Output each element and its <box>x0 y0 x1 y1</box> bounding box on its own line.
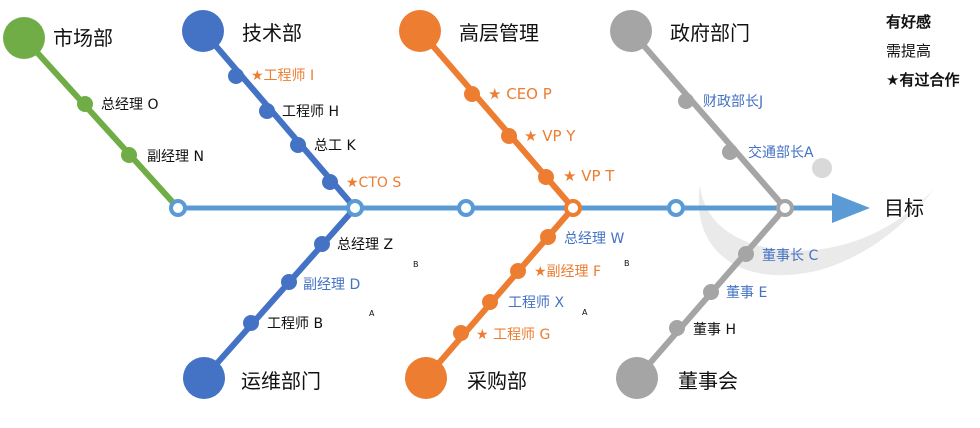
junction-marketing <box>169 199 187 217</box>
label-eng-b: 工程师 B <box>267 316 323 332</box>
node-eng-b <box>243 315 259 331</box>
label-ceo-p: ★ CEO P <box>488 85 552 103</box>
node-eng-h <box>259 103 275 119</box>
grade-mark-b2: B <box>624 259 630 268</box>
junction-mid-2 <box>667 199 685 217</box>
dept-label-tech: 技术部 <box>242 21 302 45</box>
node-transport-a <box>722 144 738 160</box>
node-vp-t <box>538 169 554 185</box>
label-deputy-n: 副经理 N <box>147 149 204 165</box>
legend-favorable: 有好感 <box>886 13 932 31</box>
legend-cooperated: ★有过合作 <box>886 71 960 89</box>
label-director-e: 董事 E <box>726 285 767 301</box>
dept-label-government: 政府部门 <box>670 21 750 45</box>
junction-mid-1 <box>457 199 475 217</box>
marketing-node <box>3 17 45 59</box>
node-deputy-d <box>281 274 297 290</box>
label-vp-y: ★ VP Y <box>524 127 576 145</box>
junction-tech <box>346 199 364 217</box>
purchasing-node <box>405 357 447 399</box>
node-ceo-p <box>464 86 480 102</box>
label-chair-c: 董事长 C <box>762 248 818 264</box>
node-eng-x <box>482 294 498 310</box>
branch-government <box>628 29 788 210</box>
legend: 有好感 需提高 ★有过合作 <box>886 8 959 95</box>
executive-node <box>399 10 441 52</box>
dept-label-board: 董事会 <box>678 369 738 393</box>
label-eng-g: ★ 工程师 G <box>476 327 550 343</box>
decorative-swoosh <box>698 185 935 276</box>
label-gm-w: 总经理 W <box>564 231 624 247</box>
grade-mark-a2: A <box>582 308 588 317</box>
node-deputy-f <box>510 263 526 279</box>
node-chair-c <box>738 246 754 262</box>
node-director-e <box>703 284 719 300</box>
node-gm-o <box>77 96 93 112</box>
label-chief-k: 总工 K <box>314 138 356 154</box>
grade-mark-b1: B <box>413 260 419 269</box>
label-finance-j: 财政部长J <box>703 94 763 110</box>
ops-node <box>183 357 225 399</box>
dept-label-marketing: 市场部 <box>53 26 113 50</box>
goal-arrowhead <box>832 193 870 223</box>
label-deputy-d: 副经理 D <box>303 277 360 293</box>
junction-government <box>776 199 794 217</box>
label-gm-z: 总经理 Z <box>337 237 393 253</box>
legend-needs-improvement: 需提高 <box>886 42 932 60</box>
label-gm-o: 总经理 O <box>101 97 158 113</box>
node-finance-j <box>678 93 694 109</box>
branch-marketing <box>21 35 181 211</box>
label-eng-h: 工程师 H <box>282 104 339 120</box>
dept-label-ops: 运维部门 <box>241 369 321 393</box>
tech-node <box>182 10 224 52</box>
label-eng-x: 工程师 X <box>508 295 564 311</box>
node-gm-w <box>540 229 556 245</box>
board-node <box>616 357 658 399</box>
government-node <box>610 10 652 52</box>
label-deputy-f: ★副经理 F <box>534 264 601 280</box>
branch-ops <box>201 206 358 380</box>
goal-label: 目标 <box>884 196 924 220</box>
node-chief-k <box>290 137 306 153</box>
node-vp-y <box>501 128 517 144</box>
dept-label-purchasing: 采购部 <box>467 369 527 393</box>
decorative-arc <box>676 135 761 252</box>
junction-executive <box>564 199 582 217</box>
decorative-dot <box>812 158 832 178</box>
grade-mark-a1: A <box>369 309 375 318</box>
node-gm-z <box>314 236 330 252</box>
node-cto-s <box>322 174 338 190</box>
label-director-h: 董事 H <box>693 322 736 338</box>
node-eng-g <box>453 325 469 341</box>
node-deputy-n <box>121 147 137 163</box>
node-eng-i <box>228 68 244 84</box>
label-transport-a: 交通部长A <box>748 144 814 161</box>
dept-label-executive: 高层管理 <box>459 21 539 45</box>
label-eng-i: ★工程师 I <box>251 68 314 84</box>
label-vp-t: ★ VP T <box>563 167 615 185</box>
label-cto-s: ★CTO S <box>346 175 401 191</box>
node-director-h <box>669 320 685 336</box>
